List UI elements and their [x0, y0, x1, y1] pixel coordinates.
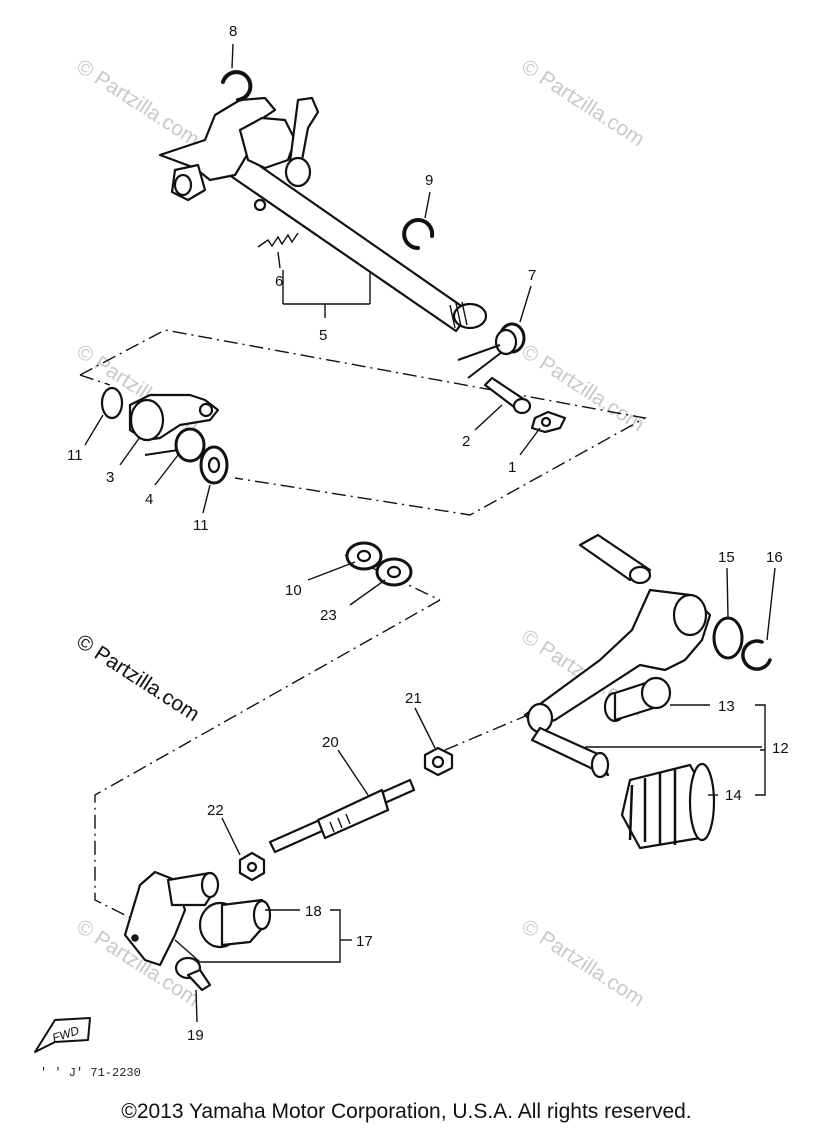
callout-12: 12	[772, 740, 789, 757]
watermarks: © Partzilla.com © Partzilla.com © Partzi…	[72, 55, 648, 1011]
callout-20: 20	[322, 734, 339, 751]
callout-14: 14	[725, 787, 742, 804]
washer-part-23	[375, 557, 413, 587]
callout-10: 10	[285, 582, 302, 599]
bolt-part-2	[483, 376, 532, 415]
circlip-part-16	[741, 639, 772, 671]
shift-shaft-assembly	[158, 96, 488, 333]
callout-8: 8	[229, 23, 237, 40]
watermark-text: © Partzilla.com	[517, 55, 648, 151]
fwd-direction-arrow: FWD	[34, 1017, 91, 1053]
callout-6: 6	[275, 273, 283, 290]
callout-9: 9	[425, 172, 433, 189]
callout-17: 17	[356, 933, 373, 950]
shift-arm-part-3	[100, 386, 220, 442]
diagram-reference-code: ' ' J' 71-2230	[40, 1066, 141, 1080]
pivot-bolt-part-13	[603, 676, 672, 723]
copyright-notice: ©2013 Yamaha Motor Corporation, U.S.A. A…	[121, 1100, 692, 1123]
callout-23: 23	[320, 607, 337, 624]
watermark-text: © Partzilla.com	[72, 630, 203, 726]
spring-part-4	[144, 427, 206, 463]
circlip-part-8	[221, 70, 253, 102]
nut-part-21	[423, 746, 454, 777]
callout-11: 11	[193, 517, 209, 534]
callout-5: 5	[319, 327, 327, 344]
watermark-text: © Partzilla.com	[72, 55, 203, 151]
lock-washer-part-1	[530, 410, 567, 434]
spring-part-6	[253, 198, 299, 248]
callout-3: 3	[106, 469, 114, 486]
washer-part-10	[345, 541, 383, 571]
watermark-text: © Partzilla.com	[517, 915, 648, 1011]
callout-21: 21	[405, 690, 422, 707]
leader-lines	[84, 43, 776, 1023]
torsion-spring-part-7	[457, 322, 526, 379]
shift-rod-part-20	[268, 778, 416, 854]
callout-1: 1	[508, 459, 516, 476]
callout-labels: 8 9 6 5 7 2 1 11 3 4 11 10 23 15 16 13 1…	[67, 23, 789, 1044]
nut-part-22	[238, 851, 266, 882]
callout-22: 22	[207, 802, 224, 819]
rod-end-part-17	[123, 870, 220, 967]
washer-part-11	[199, 445, 229, 485]
callout-19: 19	[187, 1027, 204, 1044]
circlip-part-9	[402, 218, 435, 250]
callout-7: 7	[528, 267, 536, 284]
callout-16: 16	[766, 549, 783, 566]
callout-4: 4	[145, 491, 153, 508]
washer-part-15	[712, 616, 744, 660]
joint-part-18	[198, 898, 272, 949]
callout-2: 2	[462, 433, 470, 450]
bolt-part-19	[174, 956, 212, 992]
callout-18: 18	[305, 903, 322, 920]
callout-11: 11	[67, 447, 83, 464]
pedal-rubber-part-14	[620, 762, 716, 850]
shift-pedal-part-12	[523, 533, 712, 779]
callout-15: 15	[718, 549, 735, 566]
callout-13: 13	[718, 698, 735, 715]
shaft-splines	[449, 301, 468, 329]
